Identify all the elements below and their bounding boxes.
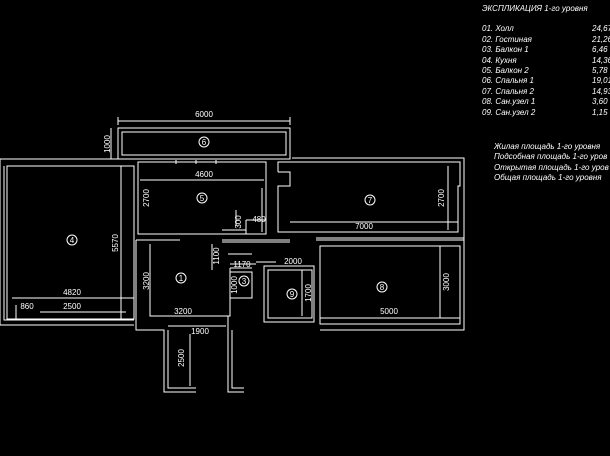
dim-3000: 3000 — [442, 273, 451, 291]
balcony-2-outline — [117, 127, 291, 160]
room-marker-5 — [198, 136, 210, 148]
room-number-5: 6 — [202, 138, 207, 147]
dim-2000: 2000 — [284, 257, 302, 266]
room-marker-9 — [238, 275, 250, 287]
dim-5000: 5000 — [380, 307, 398, 316]
balcony-1-outline — [0, 159, 134, 326]
room-number-4: 5 — [200, 194, 205, 203]
dim-4600: 4600 — [195, 170, 213, 179]
dim-3200-left: 3200 — [142, 272, 151, 290]
bathroom-2-outline — [229, 271, 253, 299]
utility-area-label: Подсобная площадь 1-го уров — [494, 152, 608, 162]
explication-row: 06. Спальня 119,01 — [482, 76, 610, 86]
dim-1700: 1700 — [304, 284, 313, 302]
room-marker-8 — [286, 288, 298, 300]
room-marker-4 — [196, 192, 208, 204]
bedroom-2-outline — [319, 245, 461, 325]
dim-860: 860 — [20, 302, 34, 311]
living-area-label: Жилая площадь 1-го уровня — [494, 142, 601, 151]
living-room-outline — [6, 165, 135, 320]
total-area-label: Общая площадь 1-го уровня — [494, 173, 602, 183]
kitchen-outline — [137, 161, 267, 235]
dim-2500-window: 2500 — [63, 302, 81, 311]
room-marker-7 — [376, 281, 388, 293]
explication-row: 07. Спальня 214,93 — [482, 86, 610, 96]
room-number-9: 3 — [242, 277, 247, 286]
dim-2700-kitchen: 2700 — [142, 189, 151, 207]
dim-300: 300 — [234, 215, 243, 229]
dim-1900: 1900 — [191, 327, 209, 336]
dim-2500-corridor: 2500 — [177, 349, 186, 367]
dim-4820: 4820 — [63, 288, 81, 297]
open-area-label: Открытая площадь 1-го уров — [494, 162, 609, 172]
dim-7000: 7000 — [355, 222, 373, 231]
room-number-1: 1 — [179, 274, 184, 283]
room-number-3: 4 — [70, 236, 75, 245]
dim-2700-bedroom: 2700 — [437, 189, 446, 207]
room-number-7: 8 — [380, 283, 385, 292]
dim-1000-bath: 1000 — [230, 276, 239, 294]
room-marker-6 — [364, 194, 376, 206]
explication-title: ЭКСПЛИКАЦИЯ 1-го уровня — [482, 4, 588, 13]
room-marker-3 — [66, 234, 78, 246]
dim-6000: 6000 — [195, 110, 213, 119]
room-number-8: 9 — [290, 290, 295, 299]
area-summary: Жилая площадь 1-го уровня Подсобная площ… — [494, 142, 609, 184]
bedroom-1-outline — [277, 161, 461, 233]
room-number-6: 7 — [368, 196, 373, 205]
corridor-outline — [167, 330, 196, 389]
dim-5570: 5570 — [111, 234, 120, 252]
dim-480: 480 — [252, 215, 266, 224]
balcony-2-inner — [121, 131, 287, 156]
dim-3200-bottom: 3200 — [174, 307, 192, 316]
room-marker-1 — [175, 272, 187, 284]
dim-1170: 1170 — [233, 260, 251, 269]
dim-1100: 1100 — [212, 247, 221, 265]
dim-1000-balcony: 1000 — [103, 135, 112, 153]
